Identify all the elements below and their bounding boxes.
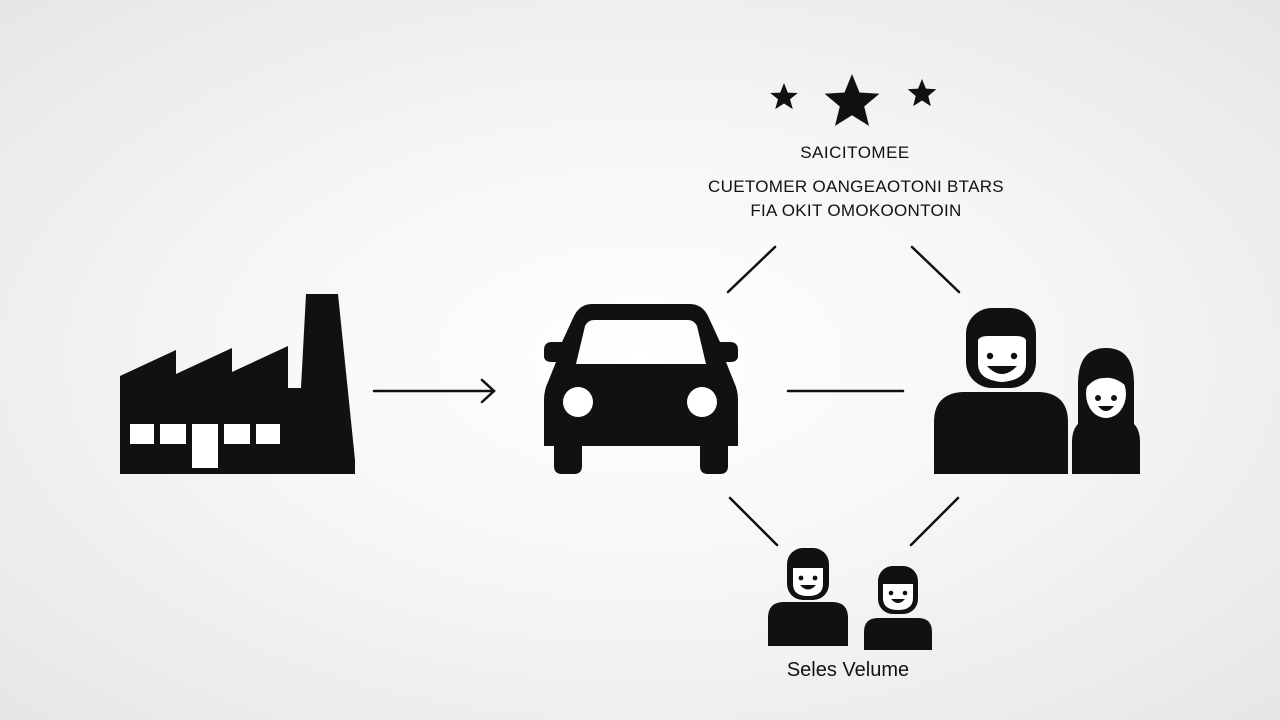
rating-description-line2: FIA OKIT OMOKOONTOIN	[750, 201, 962, 220]
factory-to-car-arrowhead	[480, 378, 496, 404]
factory-icon	[120, 294, 355, 474]
factory-node	[118, 292, 358, 476]
sales-people-node	[766, 546, 936, 650]
customers-icon	[934, 308, 1140, 474]
customers-node	[932, 306, 1162, 478]
rating-description-line1: CUETOMER OANGEAOTONI BTARS	[708, 177, 1004, 196]
star-icon	[770, 83, 798, 110]
rating-stars	[766, 72, 942, 132]
car-icon	[544, 304, 738, 474]
sales-person-1	[768, 548, 848, 646]
sales-volume-label: Seles Velume	[786, 659, 910, 681]
woman-figure	[1072, 348, 1140, 474]
car-to-rating-connector	[726, 245, 777, 294]
rating-to-customers-connector	[910, 245, 961, 294]
car-node	[542, 302, 740, 474]
sales-person-2	[864, 566, 932, 650]
star-icon	[907, 79, 937, 107]
rating-title: SAICITOMEE	[800, 143, 910, 162]
customers-to-sales-connector	[909, 496, 960, 547]
star-icon	[824, 74, 880, 126]
sales-people-icon	[768, 548, 932, 650]
car-to-sales-connector	[728, 496, 779, 547]
man-figure	[934, 308, 1068, 474]
